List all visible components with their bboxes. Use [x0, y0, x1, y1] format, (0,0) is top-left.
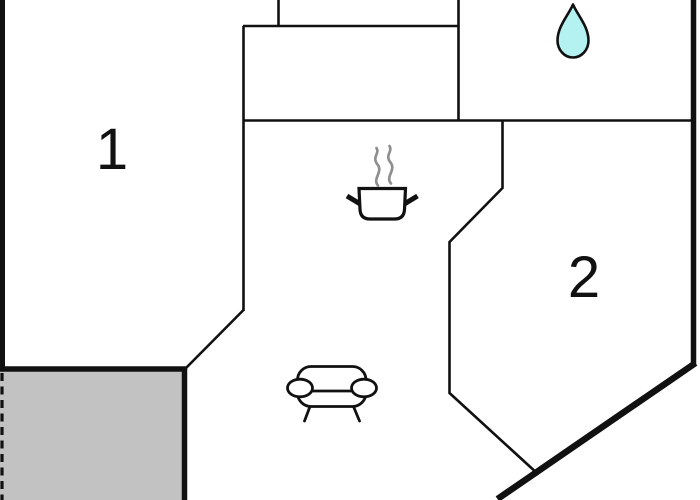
water-drop-icon — [556, 3, 590, 59]
wall-room1-diagonal — [184, 309, 245, 370]
steam-lines — [373, 144, 394, 187]
pot-body — [357, 186, 408, 221]
sofa-leg-right — [352, 405, 361, 423]
steam-line-left — [373, 146, 381, 187]
steam-line-right — [386, 144, 394, 185]
terrace-area — [0, 370, 183, 500]
terrace — [0, 370, 183, 500]
sofa-icon — [286, 365, 378, 423]
water-drop-shape — [556, 3, 590, 59]
room-label-2: 2 — [567, 245, 601, 310]
sofa-armrest-left — [286, 377, 314, 399]
interior-walls — [184, 0, 693, 476]
cooking-pot-icon — [345, 186, 419, 221]
sofa-armrest-right — [350, 377, 378, 399]
sofa-leg-left — [303, 405, 312, 423]
wall-room2-partition — [448, 120, 540, 476]
room-label-1: 1 — [95, 117, 129, 182]
wall-diagonal-bottom-right — [495, 360, 698, 500]
